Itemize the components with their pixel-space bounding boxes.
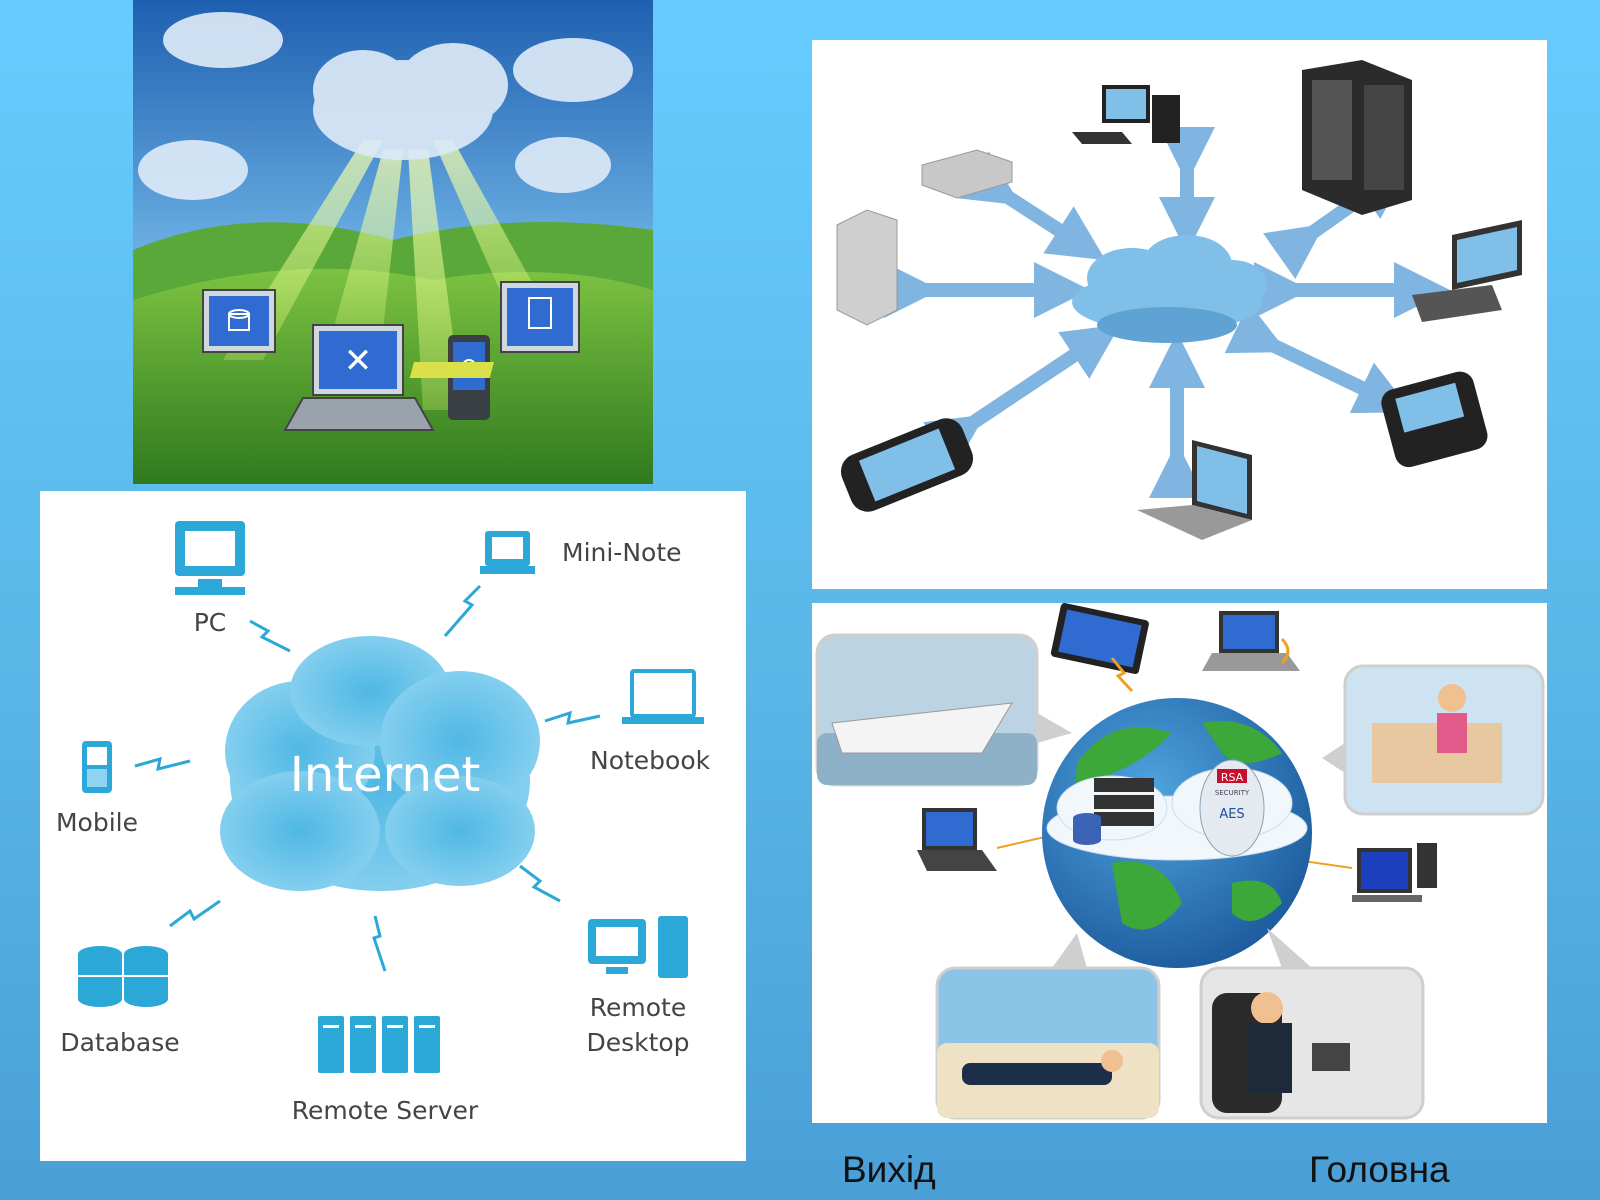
badge-label: AES bbox=[1219, 807, 1244, 822]
internet-cloud bbox=[220, 636, 540, 891]
pc-label: PC bbox=[194, 608, 227, 637]
laptop-icon bbox=[1137, 440, 1252, 540]
server-icon bbox=[836, 209, 898, 326]
laptop-icon bbox=[917, 808, 997, 871]
monitor-icon bbox=[1352, 843, 1437, 902]
monitor-icon bbox=[202, 289, 276, 353]
server-icon bbox=[1094, 778, 1154, 826]
network-box-icon bbox=[921, 149, 1013, 199]
internet-label: Internet bbox=[290, 747, 481, 803]
phone-icon bbox=[840, 418, 974, 512]
security-badge: RSA SECURITY AES bbox=[1199, 759, 1265, 857]
photo-office-woman bbox=[1322, 664, 1545, 816]
pc-icon bbox=[175, 521, 245, 595]
mobile-label: Mobile bbox=[56, 808, 138, 837]
lightning-arrow-icon bbox=[134, 584, 601, 972]
monitor-icon bbox=[409, 281, 580, 378]
cloud-icon bbox=[138, 12, 633, 200]
remote-desktop-label-line1: Remote bbox=[590, 993, 686, 1022]
database-label: Database bbox=[60, 1028, 179, 1057]
server-icon bbox=[1302, 60, 1412, 215]
internet-diagram: Internet PC Mini-Note bbox=[40, 491, 746, 1161]
svg-text:✕: ✕ bbox=[344, 341, 373, 381]
monitor-icon bbox=[1412, 220, 1522, 322]
database-icon bbox=[1073, 813, 1101, 845]
laptop-icon bbox=[1202, 611, 1300, 671]
lightning-arrow-icon bbox=[1110, 657, 1134, 693]
phone-icon bbox=[1381, 371, 1488, 468]
mobile-icon bbox=[82, 741, 112, 793]
globe-mobile-work-illustration: RSA SECURITY AES bbox=[812, 603, 1547, 1123]
tablet-icon bbox=[1050, 603, 1149, 674]
remote-desktop-icon bbox=[588, 916, 688, 978]
photo-beach-man bbox=[935, 933, 1161, 1120]
badge-brand: RSA bbox=[1221, 771, 1244, 784]
photo-office-man bbox=[1199, 928, 1425, 1120]
exit-link[interactable]: Вихід bbox=[842, 1149, 936, 1190]
notebook-label: Notebook bbox=[590, 746, 711, 775]
monitor-icon bbox=[1072, 85, 1180, 144]
remote-server-icon bbox=[318, 1016, 440, 1073]
cloud-icon bbox=[1072, 235, 1267, 343]
cloud-computing-illustration: ✕ bbox=[133, 0, 653, 484]
notebook-icon bbox=[622, 669, 704, 724]
remote-server-label: Remote Server bbox=[292, 1096, 479, 1125]
mini-note-label: Mini-Note bbox=[562, 538, 682, 567]
home-link[interactable]: Головна bbox=[1309, 1149, 1450, 1190]
remote-desktop-label-line2: Desktop bbox=[586, 1028, 689, 1057]
badge-sub: SECURITY bbox=[1215, 789, 1250, 797]
cloud-network-diagram bbox=[812, 40, 1547, 589]
photo-yacht bbox=[815, 633, 1072, 787]
arrows bbox=[884, 127, 1450, 498]
mini-note-icon bbox=[480, 531, 535, 574]
laptop-icon: ✕ bbox=[283, 324, 435, 431]
database-icon bbox=[78, 946, 168, 1007]
